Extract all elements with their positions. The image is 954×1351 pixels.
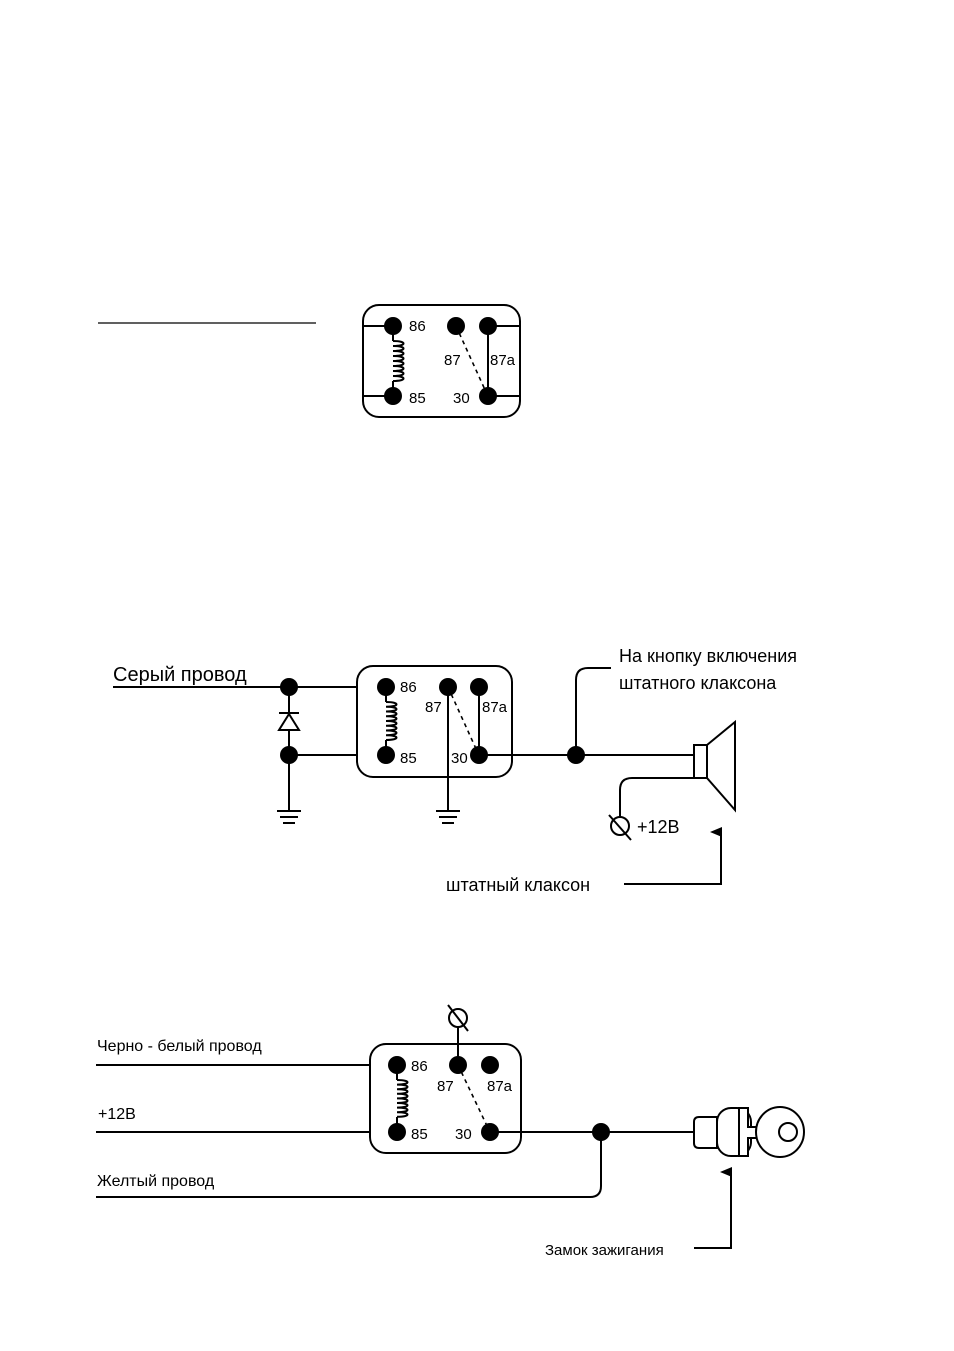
black-white-wire-label: Черно - белый провод [97, 1038, 262, 1055]
coil-icon [386, 702, 397, 740]
pin-87-label: 87 [425, 699, 442, 716]
pin-87-label: 87 [437, 1078, 454, 1095]
ignition-circuit-diagram: Черно - белый провод +12В Желтый провод … [96, 1005, 804, 1259]
pin-85-terminal [377, 746, 395, 764]
horn-button-label-line2: штатного клаксона [619, 673, 777, 693]
pin-85-terminal [388, 1123, 406, 1141]
pin-30-terminal [479, 387, 497, 405]
pin-86-terminal [384, 317, 402, 335]
pin-86-label: 86 [400, 679, 417, 696]
ignition-lock-label: Замок зажигания [545, 1242, 664, 1259]
pin-30-label: 30 [453, 390, 470, 407]
pin-85-terminal [384, 387, 402, 405]
power-terminal-icon [448, 1005, 468, 1031]
pin-86-label: 86 [411, 1058, 428, 1075]
pin-86-terminal [388, 1056, 406, 1074]
pin-87-terminal [439, 678, 457, 696]
horn-icon [694, 722, 735, 810]
pin-87a-terminal [470, 678, 488, 696]
coil-icon [397, 1080, 408, 1117]
pin-87-terminal [449, 1056, 467, 1074]
pin-87a-terminal [479, 317, 497, 335]
pin-86-terminal [377, 678, 395, 696]
pin-85-label: 85 [411, 1126, 428, 1143]
pin-87a-terminal [481, 1056, 499, 1074]
diode-icon [279, 713, 299, 730]
pin-85-label: 85 [400, 750, 417, 767]
pin-87a-label: 87a [487, 1078, 513, 1095]
pin-87a-label: 87a [490, 352, 516, 369]
horn-label: штатный клаксон [446, 875, 590, 895]
junction-dot [280, 678, 298, 696]
junction-dot [592, 1123, 610, 1141]
pin-86-label: 86 [409, 318, 426, 335]
pin-87a-label: 87a [482, 699, 508, 716]
coil-icon [393, 341, 404, 381]
pin-87-terminal [447, 317, 465, 335]
ground-icon [436, 811, 460, 823]
horn-button-label-line1: На кнопку включения [619, 646, 797, 666]
plus12v-wire-label: +12В [98, 1106, 136, 1123]
power-terminal-icon [609, 815, 631, 840]
horn-circuit-diagram: Серый провод [113, 646, 797, 895]
relay-pinout-diagram: 86 85 87 87a 30 [98, 305, 520, 417]
ground-icon [277, 811, 301, 823]
pin-30-label: 30 [455, 1126, 472, 1143]
junction-dot [280, 746, 298, 764]
pin-87-label: 87 [444, 352, 461, 369]
yellow-wire-label: Желтый провод [97, 1173, 215, 1190]
pin-85-label: 85 [409, 390, 426, 407]
pin-30-label: 30 [451, 750, 468, 767]
plus12v-label: +12В [637, 817, 680, 837]
grey-wire-label: Серый провод [113, 664, 247, 686]
ignition-lock-icon [694, 1107, 804, 1157]
